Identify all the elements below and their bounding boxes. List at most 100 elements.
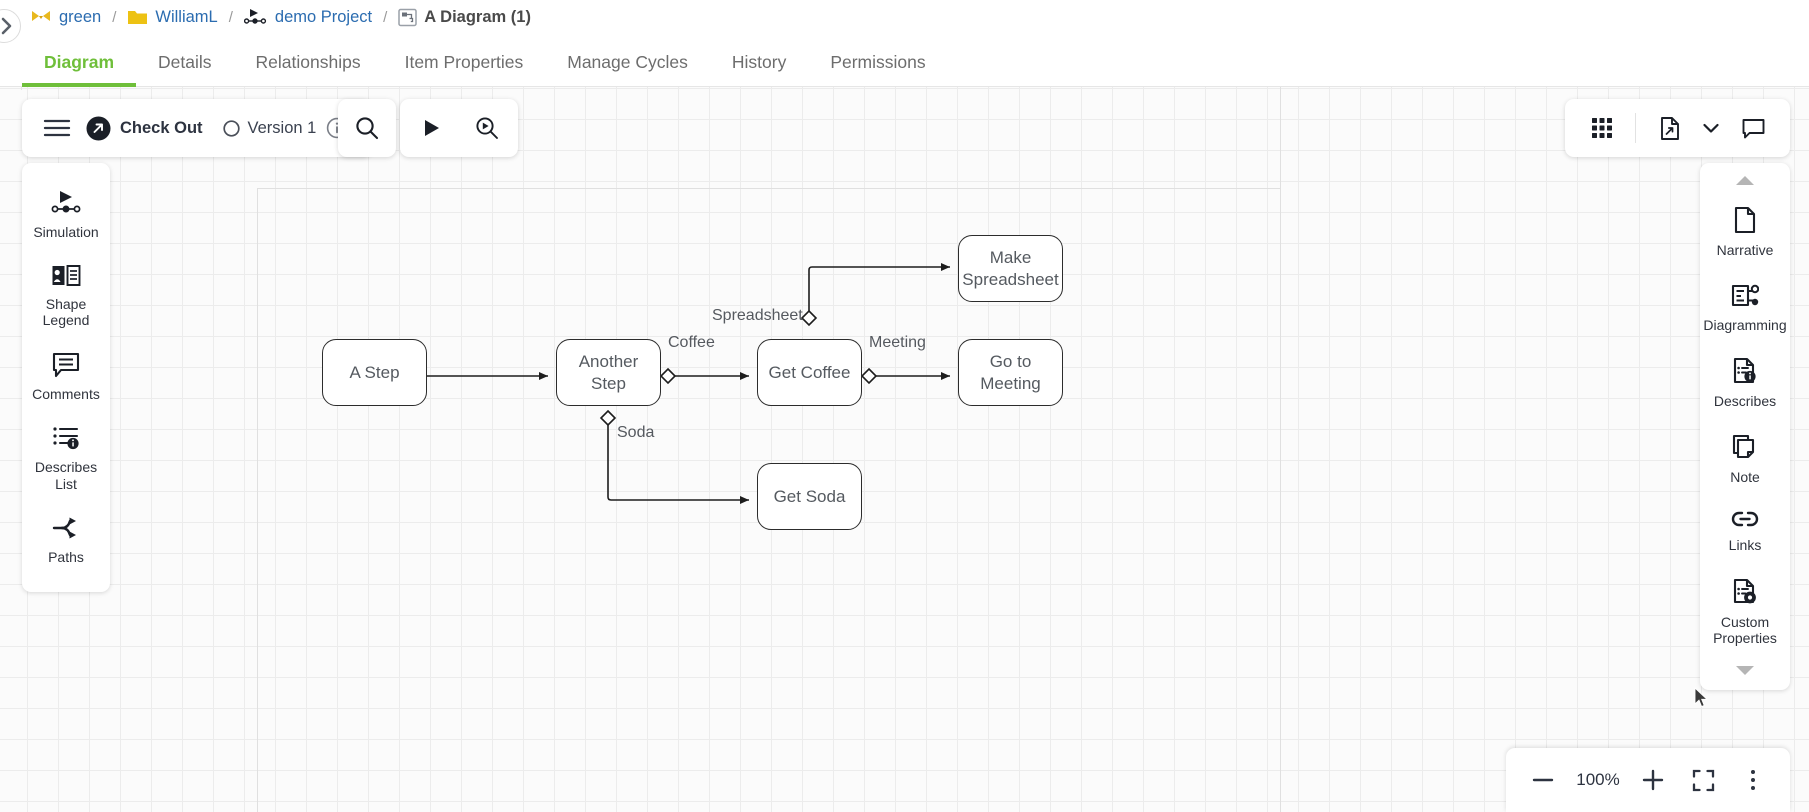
zoom-level-label[interactable]: 100% <box>1576 770 1620 789</box>
zoom-controls: 100% <box>1506 748 1790 812</box>
link-icon <box>1730 509 1760 529</box>
version-selector[interactable]: Version 1 <box>209 118 317 138</box>
diagram-node-get-coffee[interactable]: Get Coffee <box>757 339 862 406</box>
triangle-down-icon[interactable] <box>1734 659 1756 684</box>
check-out-label: Check Out <box>120 118 203 137</box>
play-icon[interactable] <box>410 107 452 149</box>
right-panel-label: Note <box>1730 468 1760 485</box>
tab-label: Relationships <box>255 52 361 72</box>
page-boundary-top <box>257 188 1281 189</box>
left-panel-item-shape-legend[interactable]: Shape Legend <box>22 253 110 341</box>
diagramming-icon <box>1731 283 1759 309</box>
right-panel-item-note[interactable]: Note <box>1700 422 1790 498</box>
left-panel-item-simulation[interactable]: Simulation <box>22 179 110 253</box>
document-info-icon <box>1732 357 1758 385</box>
diagram-connectors <box>427 263 950 504</box>
breadcrumb-item-demo-project[interactable]: demo Project <box>243 7 373 27</box>
diagram-main-toolbar: Check Out Version 1 <box>22 99 373 157</box>
diagram-nodes: A Step Another Step Get Coffee Go to Mee… <box>0 87 1809 812</box>
diagram-node-go-to-meeting[interactable]: Go to Meeting <box>958 339 1063 406</box>
chevron-right-icon <box>1 17 12 35</box>
left-panel-label: Simulation <box>33 224 99 240</box>
left-panel-item-comments[interactable]: Comments <box>22 341 110 415</box>
left-panel-item-describes-list[interactable]: Describes List <box>22 414 110 504</box>
comment-lines-icon <box>52 352 80 378</box>
tab-details[interactable]: Details <box>136 52 234 86</box>
more-vertical-button[interactable] <box>1730 757 1776 803</box>
right-panel-item-custom-properties[interactable]: Custom Properties <box>1700 566 1790 659</box>
edge-label-meeting: Meeting <box>869 334 926 351</box>
document-icon <box>1732 206 1758 234</box>
tab-relationships[interactable]: Relationships <box>234 52 383 86</box>
diagram-play-toolbar <box>400 99 518 157</box>
tab-permissions[interactable]: Permissions <box>808 52 947 86</box>
tab-item-properties[interactable]: Item Properties <box>383 52 546 86</box>
diagram-canvas[interactable]: A Step Another Step Get Coffee Go to Mee… <box>0 87 1809 812</box>
simulation-icon <box>51 190 81 216</box>
diagram-right-toolbar <box>1565 99 1790 157</box>
right-panel-item-links[interactable]: Links <box>1700 497 1790 566</box>
document-external-link-icon[interactable] <box>1648 107 1690 149</box>
right-panel-label: Describes <box>1713 393 1777 410</box>
diagram-node-get-soda[interactable]: Get Soda <box>757 463 862 530</box>
canvas-grid <box>0 87 1809 812</box>
left-panel-item-paths[interactable]: Paths <box>22 504 110 578</box>
search-icon[interactable] <box>346 107 388 149</box>
breadcrumb: green / WilliamL / <box>0 0 1809 34</box>
right-panel-item-describes[interactable]: Describes <box>1700 345 1790 422</box>
right-panel-item-diagramming[interactable]: Diagramming <box>1700 271 1790 346</box>
tab-label: Diagram <box>44 52 115 72</box>
toolbar-divider <box>1635 113 1636 143</box>
zoom-out-button[interactable] <box>1520 757 1566 803</box>
breadcrumb-separator: / <box>383 8 388 26</box>
edge-label-spreadsheet: Spreadsheet <box>712 307 803 324</box>
page-tabs: Diagram Details Relationships Item Prope… <box>0 34 1809 87</box>
right-panel-label: Diagramming <box>1703 316 1787 333</box>
tab-manage-cycles[interactable]: Manage Cycles <box>545 52 710 86</box>
project-icon <box>243 8 268 26</box>
tab-label: Manage Cycles <box>567 52 688 72</box>
left-panel-label: Shape Legend <box>42 295 90 329</box>
page-boundary-right <box>1280 87 1281 812</box>
right-panel-label: Custom Properties <box>1713 613 1777 647</box>
tab-label: Permissions <box>830 52 926 72</box>
node-label: Get Soda <box>773 486 846 506</box>
zoom-in-button[interactable] <box>1630 757 1676 803</box>
diagram-node-another-step[interactable]: Another Step <box>556 339 661 406</box>
hamburger-menu-icon[interactable] <box>36 107 78 149</box>
breadcrumb-item-williaml[interactable]: WilliamL <box>127 8 218 27</box>
breadcrumb-item-a-diagram: A Diagram (1) <box>398 8 531 27</box>
left-panel-label: Describes List <box>34 459 98 492</box>
breadcrumb-separator: / <box>228 8 233 26</box>
right-tool-panel: Narrative <box>1700 163 1790 690</box>
diagram-icon <box>398 8 418 27</box>
node-label: A Step <box>349 362 400 382</box>
right-panel-label: Links <box>1728 537 1762 554</box>
node-label: Get Coffee <box>768 362 851 382</box>
breadcrumb-separator: / <box>112 8 117 26</box>
node-label: Make Spreadsheet <box>962 248 1059 289</box>
diagram-node-a-step[interactable]: A Step <box>322 339 427 406</box>
paths-branch-icon <box>51 515 81 541</box>
note-stack-icon <box>1731 434 1759 461</box>
folder-icon <box>127 8 148 26</box>
tab-label: Details <box>158 52 212 72</box>
fit-screen-button[interactable] <box>1680 757 1726 803</box>
check-out-button[interactable]: Check Out <box>78 116 209 141</box>
grid-apps-icon[interactable] <box>1581 107 1623 149</box>
tab-history[interactable]: History <box>710 52 808 86</box>
breadcrumb-label: demo Project <box>274 7 373 26</box>
check-out-arrow-icon <box>86 116 111 141</box>
right-panel-label: Narrative <box>1716 242 1774 258</box>
version-label: Version 1 <box>247 118 317 137</box>
comment-bubble-icon[interactable] <box>1732 107 1774 149</box>
diagram-node-make-spreadsheet[interactable]: Make Spreadsheet <box>958 235 1063 302</box>
chevron-down-icon[interactable] <box>1690 107 1732 149</box>
breadcrumb-item-green[interactable]: green <box>30 8 101 27</box>
bowtie-icon <box>30 8 52 26</box>
triangle-up-icon[interactable] <box>1734 169 1756 194</box>
right-panel-item-narrative[interactable]: Narrative <box>1700 194 1790 271</box>
play-in-magnifier-icon[interactable] <box>466 107 508 149</box>
tab-diagram[interactable]: Diagram <box>22 52 137 87</box>
